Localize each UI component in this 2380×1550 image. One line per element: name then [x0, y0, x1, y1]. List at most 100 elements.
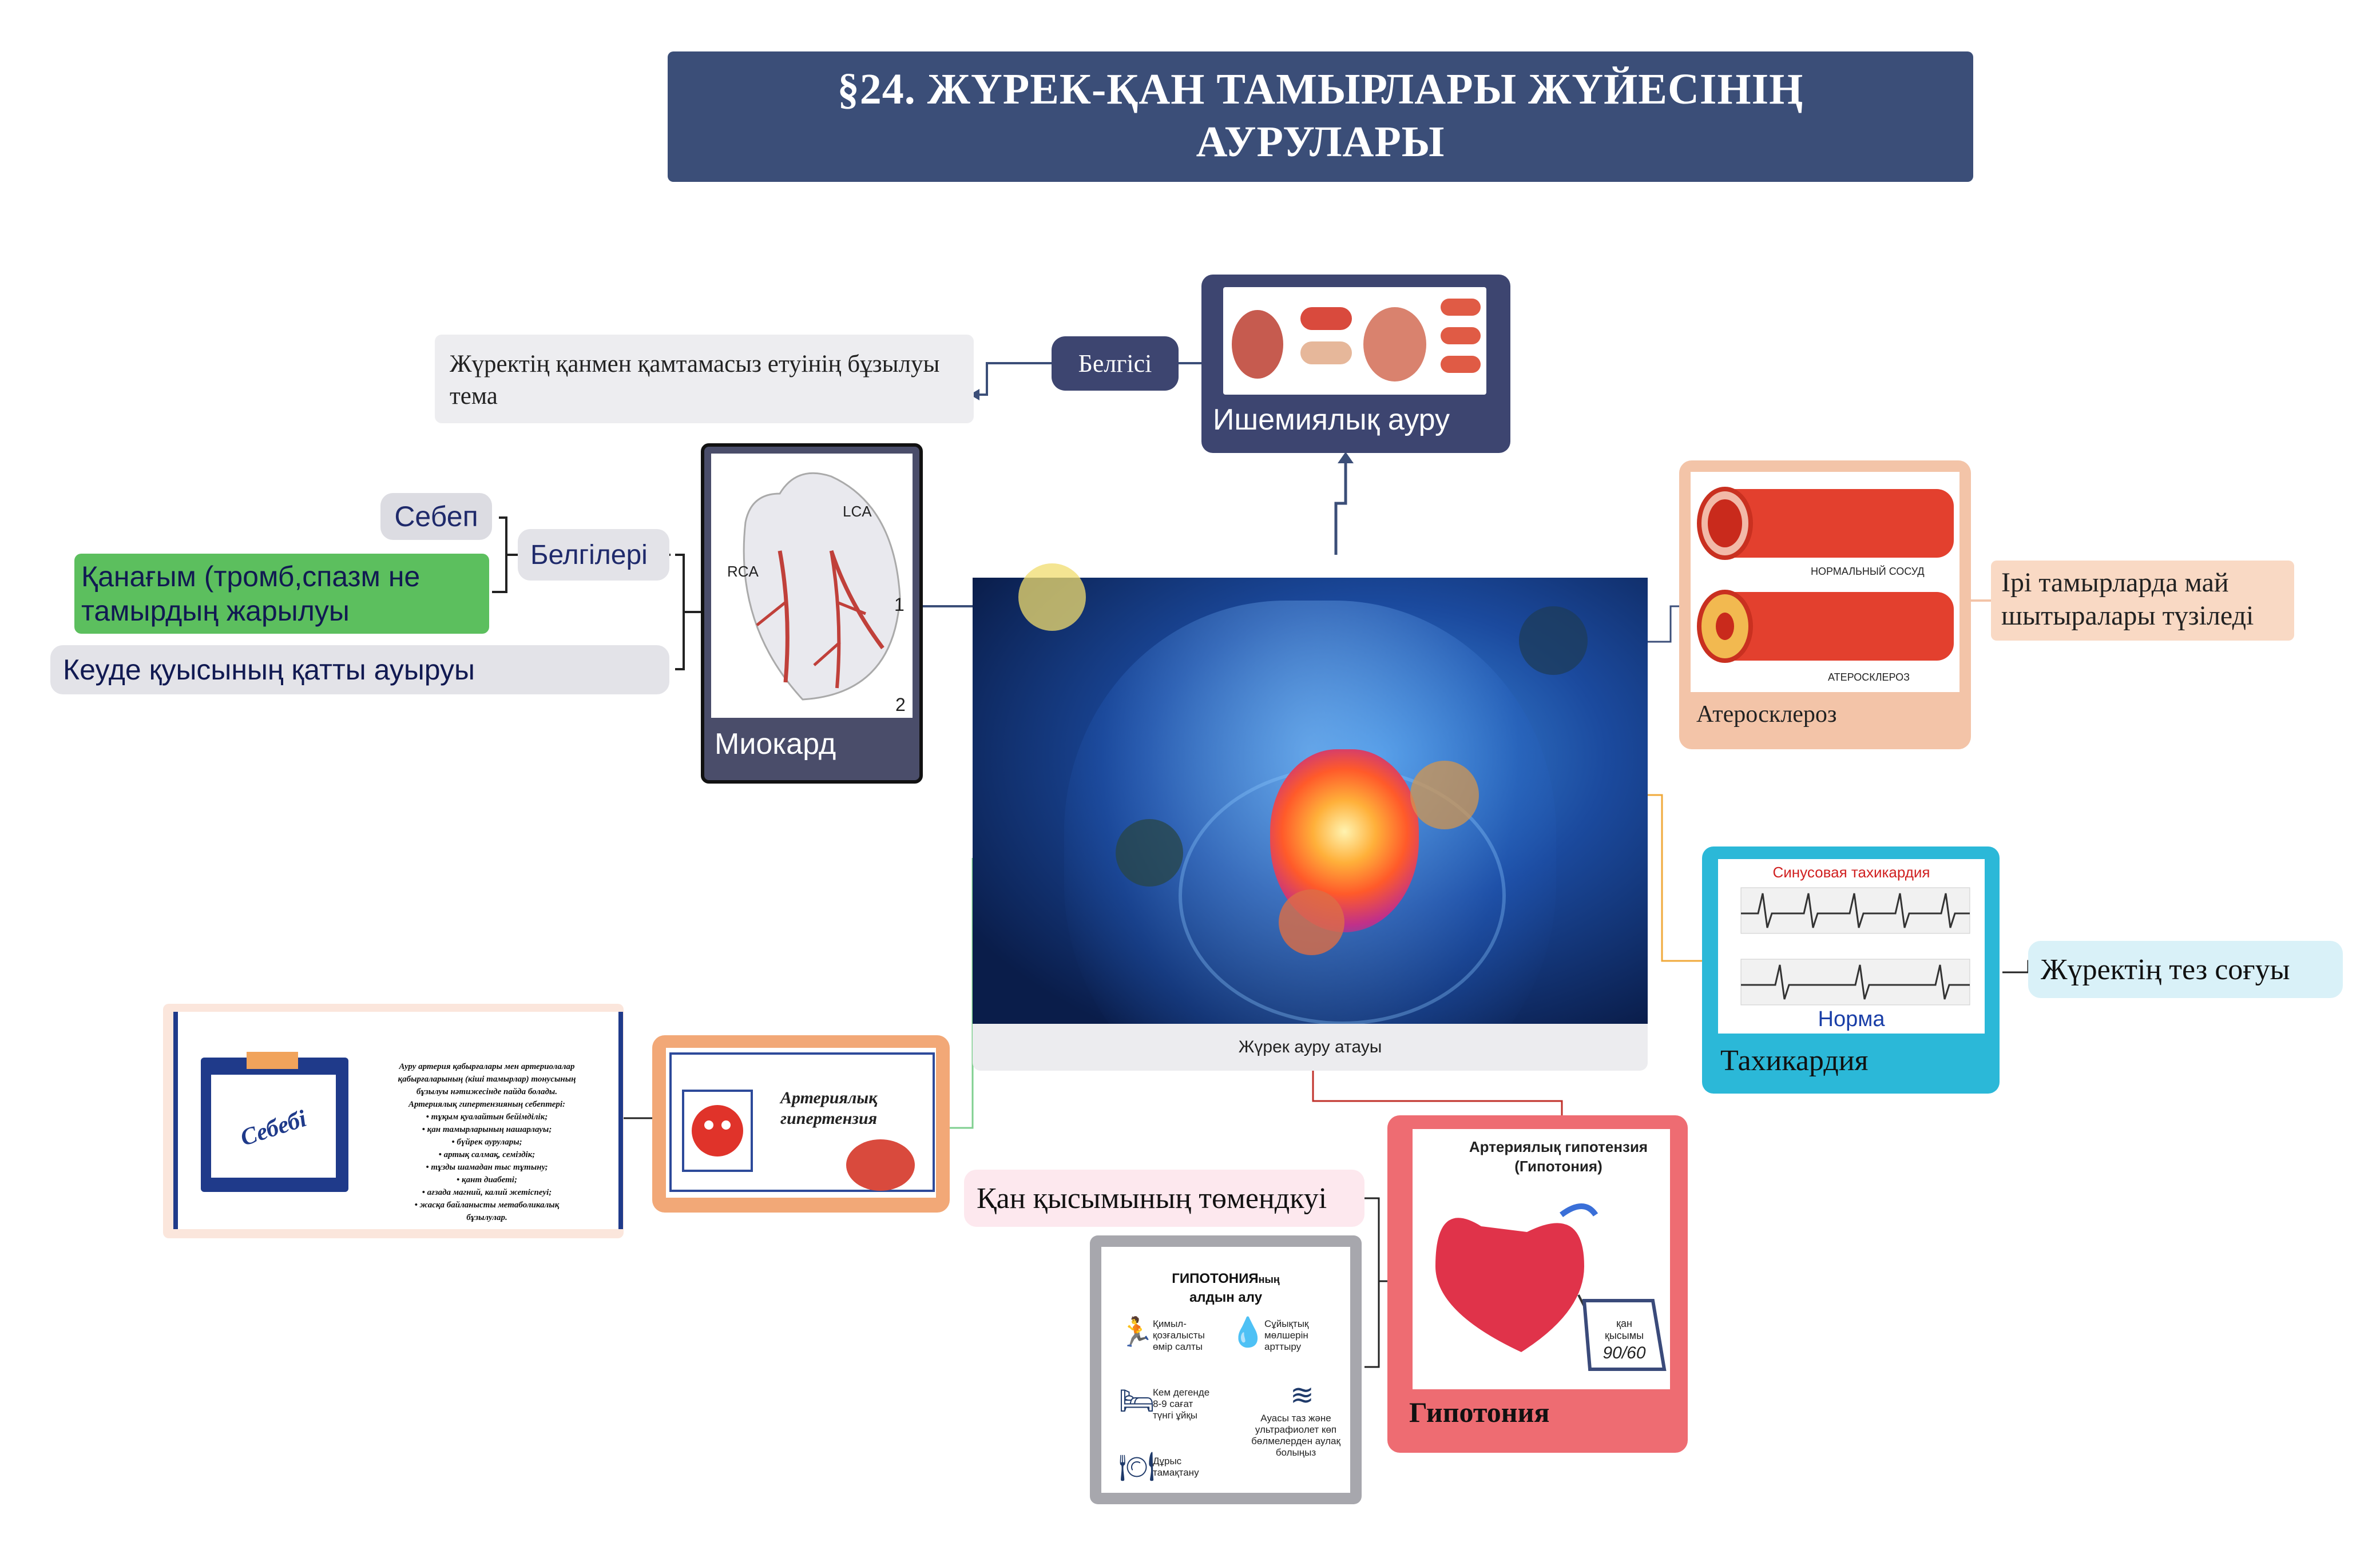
cause-text-block: Ауру артерия қабырғалары мен артериолала… — [361, 1060, 613, 1224]
wind-icon: ≋ — [1290, 1379, 1314, 1411]
hypotension-title: Гипотония — [1409, 1396, 1550, 1428]
runner-icon: 🏃 — [1118, 1316, 1155, 1348]
ischemia-illustration — [1223, 287, 1486, 395]
myocard-label-1: 1 — [894, 594, 905, 615]
hypotension-desc[interactable]: Қан қысымының төмендкуі — [964, 1170, 1364, 1227]
cause-line: • қан тамырларының нашарлауы; — [422, 1125, 552, 1134]
prevention-title-line2: алдын алу — [1189, 1290, 1263, 1305]
tachycardia-ecg: Синусовая тахикардия Норма — [1718, 859, 1985, 1034]
hypertension-title: Артериялық гипертензия — [780, 1088, 878, 1128]
myocard-item-green[interactable]: Қанағым (тромб,спазм не тамырдың жарылуы — [74, 554, 489, 634]
prevention-item: Ауасы таз және ультрафиолет көп бөлмелер… — [1251, 1413, 1340, 1458]
myocard-item-green-text: Қанағым (тромб,спазм не тамырдың жарылуы — [81, 561, 421, 627]
prevention-inner: ГИПОТОНИЯның алдын алу 🏃 Қимыл-қозғалыст… — [1101, 1247, 1350, 1493]
central-caption-bar: Жүрек ауру атауы — [973, 1024, 1648, 1071]
myocard-card[interactable]: LCA RCA 1 2 Миокард — [701, 443, 923, 784]
cause-line: • қант диабеті; — [457, 1175, 517, 1185]
connector-hyper — [950, 858, 974, 1129]
cause-line: Ауру артерия қабырғалары мен артериолала… — [399, 1062, 575, 1071]
myocard-label-rca: RCA — [727, 563, 759, 580]
prevention-item: Кем дегенде 8-9 сағат түнгі ұйқы — [1153, 1387, 1210, 1421]
tachycardia-card[interactable]: Синусовая тахикардия Норма Тахикардия — [1702, 846, 2000, 1094]
cause-line: • артық салмақ, семіздік; — [438, 1150, 536, 1159]
bed-icon: 🛏 — [1118, 1385, 1155, 1417]
ecg-top-label: Синусовая тахикардия — [1772, 864, 1930, 881]
ath-label-ath: АТЕРОСКЛЕРОЗ — [1828, 671, 1910, 683]
connector-ischemia-sign — [979, 362, 1053, 396]
water-drop-icon: 💧 — [1230, 1316, 1266, 1348]
hotspot-myocard[interactable] — [1018, 563, 1086, 631]
hypotension-card[interactable]: Артериялық гипотензия (Гипотония) қан қы… — [1387, 1115, 1688, 1453]
myocard-illustration: LCA RCA 1 2 — [711, 454, 913, 718]
cause-line: • тұқым қуалайтын бейімділік; — [426, 1112, 548, 1122]
myocard-cause-text: Себеп — [394, 500, 478, 532]
myocard-title: Миокард — [715, 728, 836, 761]
hypotension-card-title: Артериялық гипотензия (Гипотония) — [1469, 1138, 1648, 1175]
hypotension-desc-text: Қан қысымының төмендкуі — [977, 1182, 1327, 1215]
artery-comparison-icon: НОРМАЛЬНЫЙ СОСУД АТЕРОСКЛЕРОЗ — [1697, 487, 1954, 683]
gauge-label: қан қысымы — [1604, 1318, 1644, 1341]
myocard-cause[interactable]: Себеп — [380, 493, 492, 540]
hotspot-hypotension[interactable] — [1279, 889, 1344, 955]
sad-heart-icon — [1435, 1203, 1667, 1371]
atherosclerosis-desc-text: Ірі тамырларда май шытыралары түзіледі — [2001, 567, 2254, 631]
prevention-title-suffix: ның — [1258, 1274, 1280, 1285]
connector-myocard — [675, 554, 705, 670]
myocard-item-gray-text: Кеуде қуысының қатты ауыруы — [63, 654, 475, 686]
cause-line: Артериялық гипертензияның себептері: — [408, 1100, 566, 1109]
heart-vessels-icon — [1232, 299, 1481, 381]
cause-line: • тұзды шамадан тыс тұтыну; — [426, 1163, 548, 1172]
tachycardia-title: Тахикардия — [1720, 1044, 1869, 1077]
atherosclerosis-card[interactable]: НОРМАЛЬНЫЙ СОСУД АТЕРОСКЛЕРОЗ Атеросклер… — [1679, 460, 1971, 749]
ischemia-sign-text[interactable]: Жүректің қанмен қамтамасыз етуінің бұзыл… — [435, 335, 974, 423]
atherosclerosis-title: Атеросклероз — [1696, 701, 1837, 728]
prevention-item: Дұрыс тамақтану — [1153, 1456, 1199, 1478]
ischemia-sign-label[interactable]: Белгісі — [1052, 336, 1179, 391]
ecg-chart: Синусовая тахикардия Норма — [1740, 864, 1970, 1031]
prevention-card[interactable]: ГИПОТОНИЯның алдын алу 🏃 Қимыл-қозғалыст… — [1090, 1235, 1362, 1504]
cause-line: • бүйрек аурулары; — [451, 1138, 522, 1147]
atherosclerosis-illustration: НОРМАЛЬНЫЙ СОСУД АТЕРОСКЛЕРОЗ — [1691, 472, 1959, 692]
hypertension-cause-card[interactable]: Себебі Ауру артерия қабырғалары мен арте… — [163, 1004, 624, 1238]
ischemia-sign-label-text: Белгісі — [1078, 349, 1152, 377]
ath-label-normal: НОРМАЛЬНЫЙ СОСУД — [1811, 565, 1925, 577]
connector-ischemia — [1334, 458, 1347, 555]
hypertension-card[interactable]: Артериялық гипертензия — [652, 1035, 950, 1213]
hotspot-hypertension[interactable] — [1116, 819, 1183, 887]
gauge-value: 90/60 — [1602, 1344, 1646, 1362]
prevention-title: ГИПОТОНИЯның алдын алу — [1101, 1270, 1350, 1307]
myocard-signs-label-text: Белгілері — [530, 539, 648, 570]
prevention-title-bold: ГИПОТОНИЯ — [1172, 1271, 1259, 1286]
hotspot-tachycardia[interactable] — [1410, 761, 1479, 829]
cause-frame: Себебі — [201, 1052, 348, 1192]
cause-label: Себебі — [237, 1105, 310, 1152]
plate-icon: 🍽 — [1118, 1450, 1155, 1483]
ischemia-sign-text-content: Жүректің қанмен қамтамасыз етуінің бұзыл… — [450, 351, 940, 410]
atherosclerosis-desc[interactable]: Ірі тамырларда май шытыралары түзіледі — [1991, 561, 2294, 641]
cause-paper: Себебі — [211, 1075, 336, 1178]
hypotension-illustration: Артериялық гипотензия (Гипотония) қан қы… — [1413, 1129, 1670, 1389]
cause-line: • жасқа байланысты метаболикалық — [414, 1201, 560, 1210]
cause-line: бұзылулар. — [466, 1213, 507, 1222]
myocard-label-lca: LCA — [843, 503, 872, 520]
cause-line: қабырғаларының (кіші тамырлар) тонусының — [398, 1075, 576, 1084]
title-line-2: АУРУЛАРЫ — [1196, 118, 1445, 166]
myocard-item-gray[interactable]: Кеуде қуысының қатты ауыруы — [50, 645, 669, 694]
heart-character-icon — [669, 1052, 935, 1192]
tachycardia-desc-text: Жүректің тез соғуы — [2041, 953, 2290, 986]
hypertension-cause-inner: Себебі Ауру артерия қабырғалары мен арте… — [173, 1012, 623, 1229]
ischemia-card[interactable]: Ишемиялық ауру — [1201, 275, 1510, 453]
title-line-1: §24. ЖҮРЕК-ҚАН ТАМЫРЛАРЫ ЖҮЙЕСІНІҢ — [837, 65, 1804, 113]
hypertension-illustration: Артериялық гипертензия — [666, 1048, 936, 1198]
tachycardia-desc[interactable]: Жүректің тез соғуы — [2028, 941, 2343, 998]
cause-line: • ағзада магний, калий жетіспеуі; — [422, 1188, 552, 1197]
central-caption: Жүрек ауру атауы — [1238, 1038, 1382, 1056]
myocard-label-2: 2 — [895, 694, 906, 715]
cause-tape — [247, 1052, 298, 1069]
ecg-bottom-label: Норма — [1818, 1007, 1886, 1031]
cause-line: бұзылуы нәтижесінде пайда болады. — [416, 1087, 558, 1096]
ischemia-title: Ишемиялық ауру — [1213, 403, 1450, 436]
hotspot-atherosclerosis[interactable] — [1519, 606, 1588, 675]
myocard-signs-label[interactable]: Белгілері — [518, 529, 669, 581]
prevention-item: Қимыл-қозғалысты өмір салты — [1153, 1318, 1205, 1352]
